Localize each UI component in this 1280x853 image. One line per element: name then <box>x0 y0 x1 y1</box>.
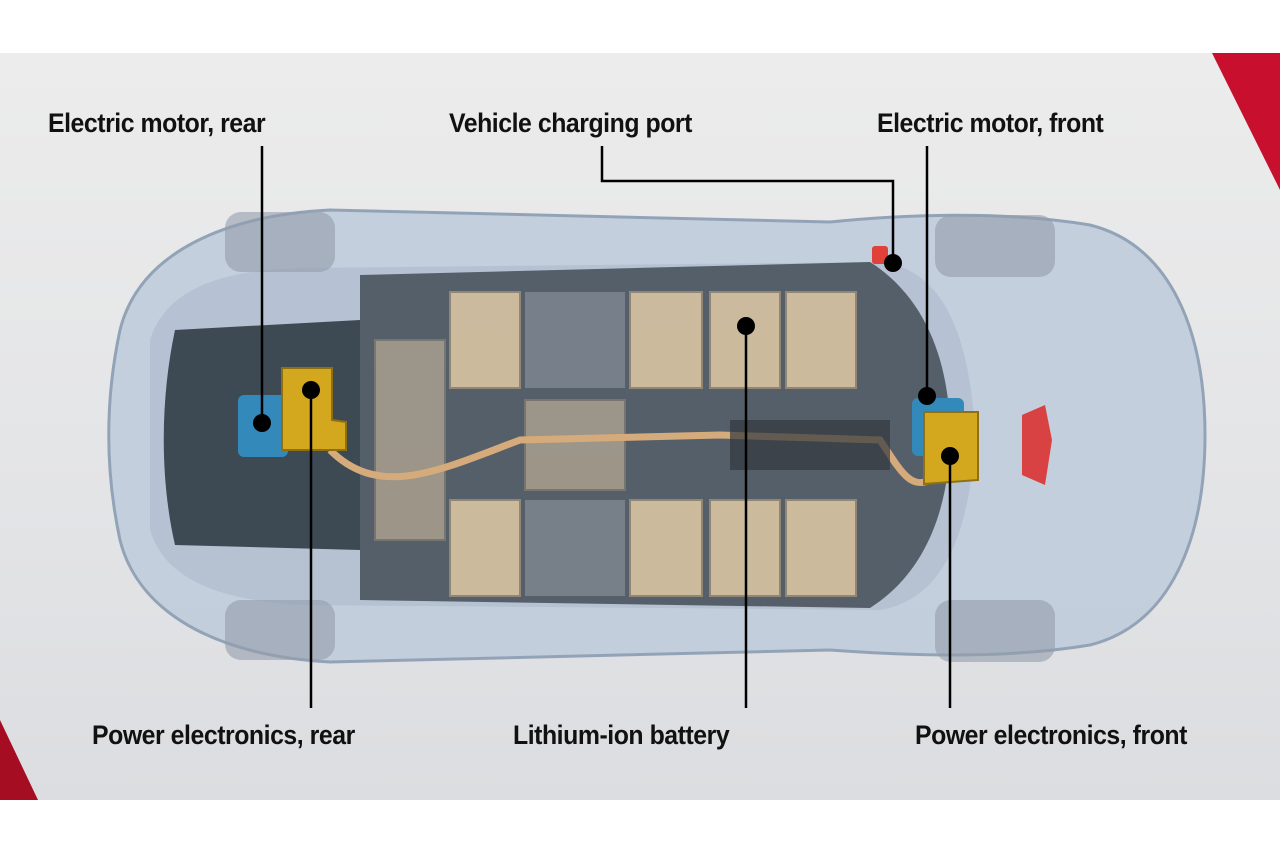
dot-power-front <box>941 447 959 465</box>
label-power-electronics-rear: Power electronics, rear <box>92 720 355 750</box>
label-power-electronics-front: Power electronics, front <box>915 720 1187 750</box>
wheel-front-right <box>935 600 1055 662</box>
red-corner-bottom-left <box>0 720 38 800</box>
leader-lines <box>260 146 952 708</box>
label-electric-motor-front: Electric motor, front <box>877 108 1104 138</box>
charging-port-flap <box>872 246 888 264</box>
dot-motor-rear <box>253 414 271 432</box>
wheel-rear-right <box>225 600 335 660</box>
front-component-red <box>1022 405 1052 485</box>
label-vehicle-charging-port: Vehicle charging port <box>449 108 692 138</box>
callout-dots <box>253 254 959 465</box>
label-lithium-ion-battery: Lithium-ion battery <box>513 720 730 750</box>
rear-power-electronics <box>281 367 347 451</box>
hv-cable <box>327 431 932 486</box>
wheel-rear-left <box>225 212 335 272</box>
dot-motor-front <box>918 387 936 405</box>
label-electric-motor-rear: Electric motor, rear <box>48 108 266 138</box>
car-body <box>107 208 1207 664</box>
dot-charging-port <box>884 254 902 272</box>
dot-power-rear <box>302 381 320 399</box>
dot-battery <box>737 317 755 335</box>
red-corner-top-right <box>1212 53 1280 190</box>
wheel-front-left <box>935 215 1055 277</box>
